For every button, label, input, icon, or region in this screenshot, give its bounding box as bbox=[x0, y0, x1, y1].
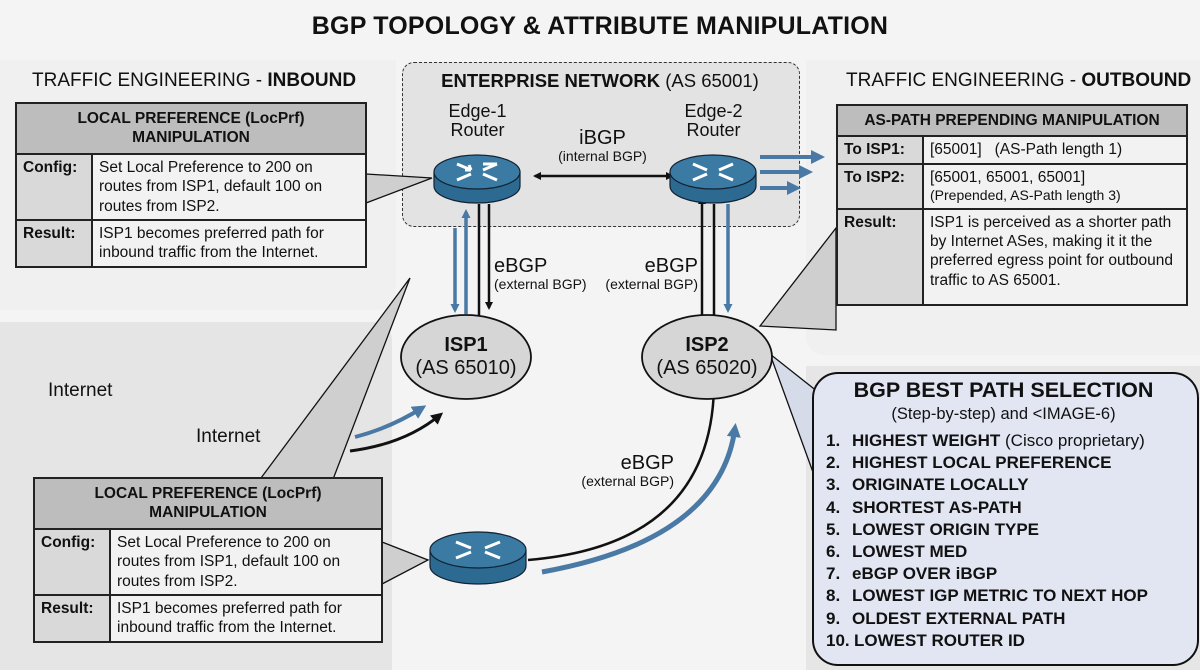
row-value: ISP1 becomes preferred path for inbound … bbox=[91, 218, 367, 268]
isp1-cloud bbox=[400, 314, 532, 400]
callout-bestpath-to-isp2 bbox=[768, 352, 819, 487]
internet-label-2: Internet bbox=[196, 426, 261, 447]
lower-router-to-isp2-arrow-blue bbox=[541, 423, 741, 575]
callout-lower-to-router bbox=[381, 541, 430, 586]
row-value: Set Local Preference to 200 on routes fr… bbox=[109, 527, 383, 596]
list-item: 8.LOWEST IGP METRIC TO NEXT HOP bbox=[826, 586, 1148, 606]
row-value: ISP1 is perceived as a shorter path by I… bbox=[922, 207, 1188, 306]
outbound-heading-bold: OUTBOUND bbox=[1081, 70, 1192, 91]
list-item: 3.ORIGINATE LOCALLY bbox=[826, 475, 1029, 495]
ebgp-isp2-label: eBGP(external BGP) bbox=[605, 255, 698, 292]
isp2-label: ISP2(AS 65020) bbox=[656, 334, 758, 379]
table-row: Config:Set Local Preference to 200 on ro… bbox=[33, 527, 383, 596]
list-item: 2.HIGHEST LOCAL PREFERENCE bbox=[826, 453, 1112, 473]
row-value: ISP1 becomes preferred path for inbound … bbox=[109, 593, 383, 643]
inbound-heading-bold: INBOUND bbox=[267, 70, 357, 91]
list-item: 5.LOWEST ORIGIN TYPE bbox=[826, 519, 1040, 539]
best-path-steps: 1.HIGHEST WEIGHT (Cisco proprietary) 2.H… bbox=[826, 430, 1148, 652]
isp2-cloud bbox=[641, 314, 773, 400]
lower-table-header: LOCAL PREFERENCE (LocPrf)MANIPULATION bbox=[33, 477, 383, 530]
list-item: 10.LOWEST ROUTER ID bbox=[826, 630, 1025, 650]
internet-router-icon bbox=[429, 531, 527, 585]
aspath-table-header: AS-PATH PREPENDING MANIPULATION bbox=[836, 103, 1188, 138]
outbound-heading: TRAFFIC ENGINEERING - OUTBOUND bbox=[846, 70, 1192, 91]
callout-lower-to-isp1 bbox=[256, 277, 411, 483]
enterprise-network-title: ENTERPRISE NETWORK (AS 65001) bbox=[402, 70, 798, 92]
ebgp-isp1-label: eBGP(external BGP) bbox=[494, 255, 587, 292]
enterprise-title-bold: ENTERPRISE NETWORK bbox=[441, 70, 661, 91]
row-key: Config: bbox=[33, 527, 111, 596]
row-key: To ISP1: bbox=[836, 135, 924, 165]
row-key: To ISP2: bbox=[836, 162, 924, 210]
isp1-label: ISP1(AS 65010) bbox=[415, 334, 517, 379]
edge1-router-icon bbox=[433, 154, 521, 204]
list-item: 7.eBGP OVER iBGP bbox=[826, 564, 998, 584]
internet-to-isp1-arrow-blue bbox=[354, 405, 427, 439]
table-row: Result:ISP1 is perceived as a shorter pa… bbox=[836, 207, 1188, 306]
table-row: To ISP1:[65001] (AS-Path length 1) bbox=[836, 135, 1188, 165]
enterprise-title-as: (AS 65001) bbox=[660, 70, 759, 91]
internet-to-isp1-arrow-black bbox=[349, 412, 444, 453]
table-row: Config:Set Local Preference to 200 on ro… bbox=[15, 152, 367, 221]
table-row: Result:ISP1 becomes preferred path for i… bbox=[15, 218, 367, 268]
ebgp-lower-label: eBGP(external BGP) bbox=[581, 452, 674, 489]
edge2-router-icon bbox=[669, 154, 757, 204]
row-key: Result: bbox=[836, 207, 924, 306]
row-key: Result: bbox=[33, 593, 111, 643]
callout-outbound-to-isp2 bbox=[758, 226, 837, 331]
ibgp-label: iBGP(internal BGP) bbox=[558, 127, 647, 164]
table-row: To ISP2:[65001, 65001, 65001](Prepended,… bbox=[836, 162, 1188, 210]
table-row: Result:ISP1 becomes preferred path for i… bbox=[33, 593, 383, 643]
best-path-subtitle: (Step-by-step) and <IMAGE-6) bbox=[891, 405, 1116, 423]
row-value: Set Local Preference to 200 on routes fr… bbox=[91, 152, 367, 221]
aspath-prepend-table: AS-PATH PREPENDING MANIPULATION To ISP1:… bbox=[836, 103, 1188, 306]
inbound-table-header: LOCAL PREFERENCE (LocPrf)MANIPULATION bbox=[15, 102, 367, 155]
row-value: [65001] (AS-Path length 1) bbox=[922, 135, 1188, 165]
best-path-selection-box bbox=[812, 372, 1199, 666]
inbound-locpref-table: LOCAL PREFERENCE (LocPrf)MANIPULATION Co… bbox=[15, 102, 367, 268]
lower-router-isp2-link bbox=[527, 387, 716, 562]
row-value: [65001, 65001, 65001](Prepended, AS-Path… bbox=[922, 162, 1188, 210]
row-key: Result: bbox=[15, 218, 93, 268]
callout-inbound-to-edge1 bbox=[365, 173, 433, 204]
list-item: 4.SHORTEST AS-PATH bbox=[826, 497, 1022, 517]
lower-locpref-table: LOCAL PREFERENCE (LocPrf)MANIPULATION Co… bbox=[33, 477, 383, 643]
list-item: 6.LOWEST MED bbox=[826, 542, 968, 562]
row-key: Config: bbox=[15, 152, 93, 221]
best-path-title: BGP BEST PATH SELECTION bbox=[853, 378, 1154, 402]
diagram-title: BGP TOPOLOGY & ATTRIBUTE MANIPULATION bbox=[311, 12, 889, 40]
list-item: 1.HIGHEST WEIGHT (Cisco proprietary) bbox=[826, 431, 1145, 450]
list-item: 9.OLDEST EXTERNAL PATH bbox=[826, 608, 1066, 628]
inbound-heading: TRAFFIC ENGINEERING - INBOUND bbox=[32, 70, 357, 91]
internet-label-1: Internet bbox=[48, 380, 113, 401]
